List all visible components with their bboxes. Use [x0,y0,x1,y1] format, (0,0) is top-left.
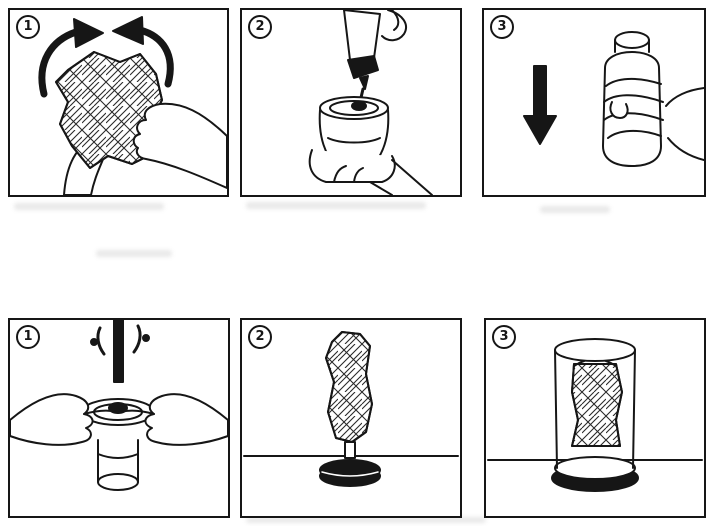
faint-text-artifact [540,206,610,213]
step-number-badge: 3 [492,325,516,349]
step-number-badge: 3 [490,15,514,39]
illustration-sleeve-on-stand [243,331,459,487]
panel-top-step-3: 3 [482,8,706,197]
faint-text-artifact [246,202,426,209]
hand-gripping-bottle [603,78,704,161]
curved-arrow-left [38,18,104,98]
illustration-sleeve-in-case [487,338,703,492]
illustration-pour-lotion [308,10,433,195]
mesh-sleeve [571,358,623,447]
liquid-stream [113,320,124,383]
step-number-badge: 2 [248,325,272,349]
stand [319,441,381,487]
base-cylinder [97,439,139,491]
illustration-knead-sleeve [38,16,227,195]
curved-arrow-right [112,16,174,88]
right-hand [119,393,228,446]
mesh-sleeve [325,331,373,443]
faint-text-artifact [14,203,164,210]
panel-bottom-step-3: 3 [484,318,706,518]
faint-text-artifact [246,517,486,523]
illustration-hold-bottle [523,31,704,167]
panel-top-step-2: 2 [240,8,462,197]
faint-text-artifact [96,250,172,257]
clear-case [551,338,639,492]
hand-holding-cup [308,149,433,195]
down-arrow [523,65,557,145]
splash [90,324,150,356]
step-number-badge: 1 [16,325,40,349]
panel-top-step-1: 1 [8,8,229,197]
step-number-badge: 2 [248,15,272,39]
left-hand [10,393,119,446]
panel-bottom-step-1: 1 [8,318,230,518]
illustration-press-splash [10,320,228,491]
step-number-badge: 1 [16,15,40,39]
panel-bottom-step-2: 2 [240,318,462,518]
hand [132,102,227,189]
hand-holding-bottle [381,10,407,42]
lotion-bottle [343,10,381,104]
